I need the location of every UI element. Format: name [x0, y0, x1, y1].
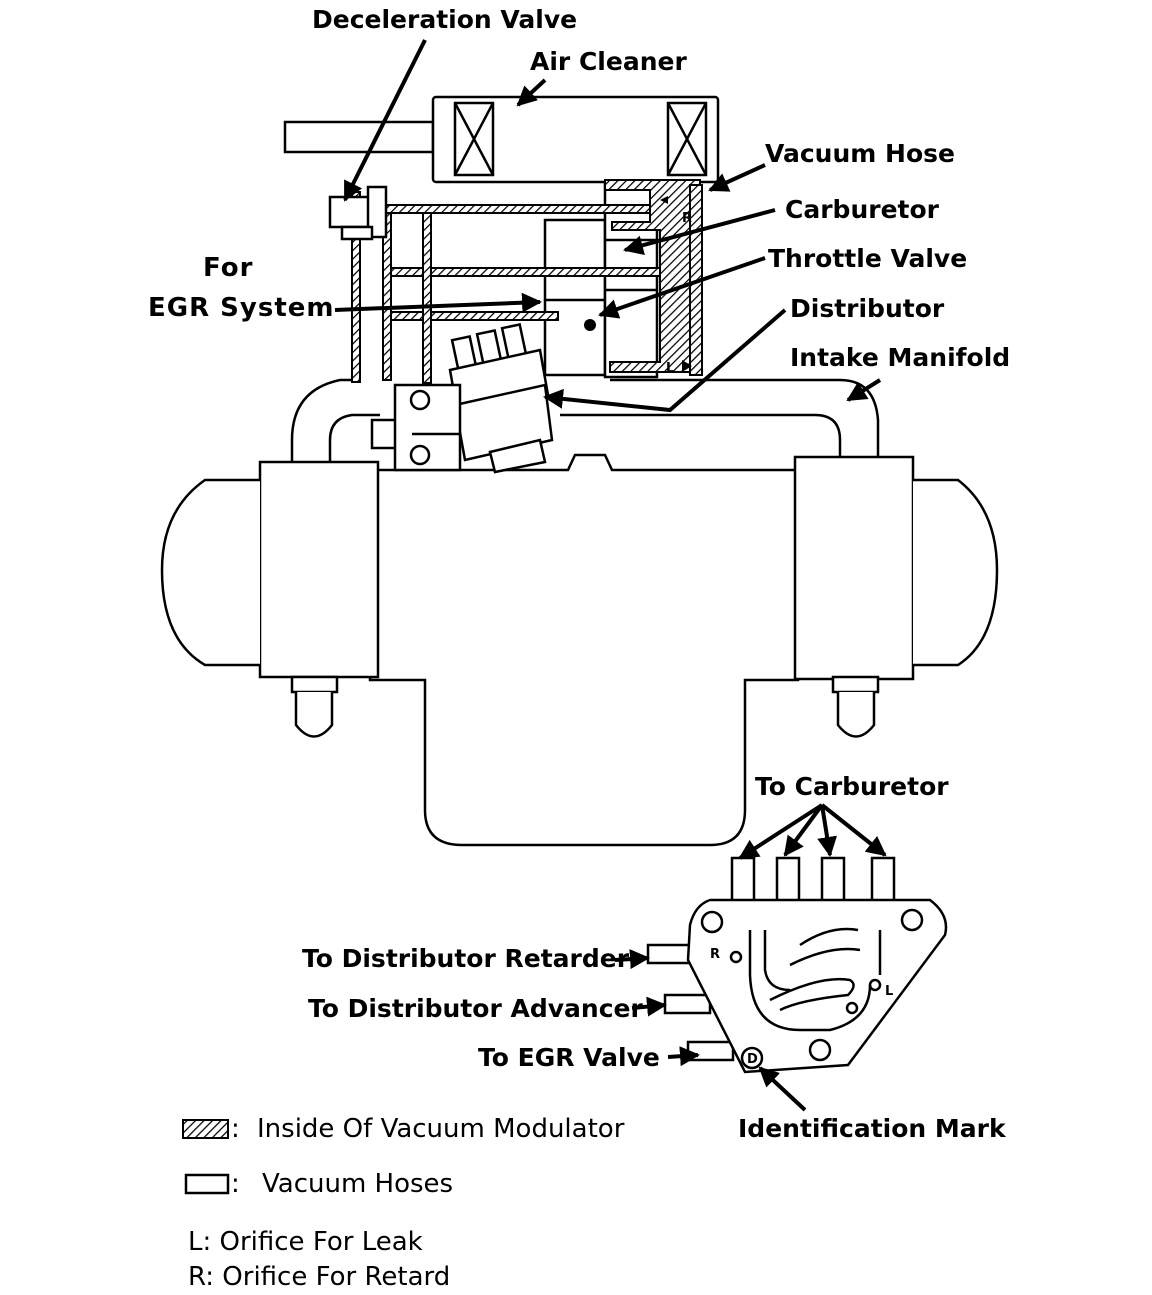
vacuum-modulator-lines: R L	[351, 179, 703, 384]
legend-hatched-swatch	[182, 1119, 229, 1139]
egr-valve-assembly	[370, 383, 462, 472]
callout-arrows	[334, 39, 887, 1112]
label-for: For	[203, 253, 253, 283]
marker-r-top: R	[682, 211, 692, 226]
marker-l-top: L	[666, 361, 674, 376]
label-intake-manifold: Intake Manifold	[790, 343, 1010, 372]
engine-block	[160, 453, 999, 847]
label-to-egr-valve: To EGR Valve	[478, 1043, 660, 1072]
label-carburetor: Carburetor	[785, 195, 940, 224]
legend: : Inside Of Vacuum Modulator : Vacuum Ho…	[182, 1114, 625, 1292]
label-deceleration-valve: Deceleration Valve	[312, 5, 577, 34]
air-cleaner	[283, 95, 720, 184]
label-vacuum-hose: Vacuum Hose	[765, 139, 955, 168]
deceleration-valve	[328, 185, 388, 241]
legend-l-orifice: L: Orifice For Leak	[188, 1227, 423, 1257]
label-to-carburetor: To Carburetor	[755, 772, 949, 801]
legend-colon-1: :	[231, 1114, 240, 1144]
throttle-valve-dot	[584, 319, 596, 331]
carburetor	[543, 180, 659, 379]
legend-r-orifice: R: Orifice For Retard	[188, 1262, 450, 1292]
marker-d: D	[747, 1052, 758, 1067]
legend-hoses-label: Vacuum Hoses	[262, 1169, 453, 1199]
modulator-plate: D R L	[646, 856, 948, 1074]
label-throttle-valve: Throttle Valve	[768, 244, 967, 273]
label-to-distributor-retarder: To Distributor Retarder	[302, 944, 630, 973]
legend-hose-swatch	[184, 1173, 230, 1195]
label-distributor: Distributor	[790, 294, 945, 323]
marker-r-plate: R	[710, 947, 720, 962]
callout-labels: Deceleration Valve Air Cleaner Vacuum Ho…	[148, 5, 1010, 1143]
legend-colon-2: :	[231, 1169, 240, 1199]
distributor	[448, 322, 554, 474]
label-to-distributor-advancer: To Distributor Advancer	[308, 994, 643, 1023]
legend-hatched-label: Inside Of Vacuum Modulator	[257, 1114, 625, 1144]
label-air-cleaner: Air Cleaner	[530, 47, 687, 76]
marker-l-plate: L	[885, 984, 893, 999]
label-egr-system: EGR System	[148, 293, 334, 323]
label-identification-mark: Identification Mark	[738, 1114, 1007, 1143]
